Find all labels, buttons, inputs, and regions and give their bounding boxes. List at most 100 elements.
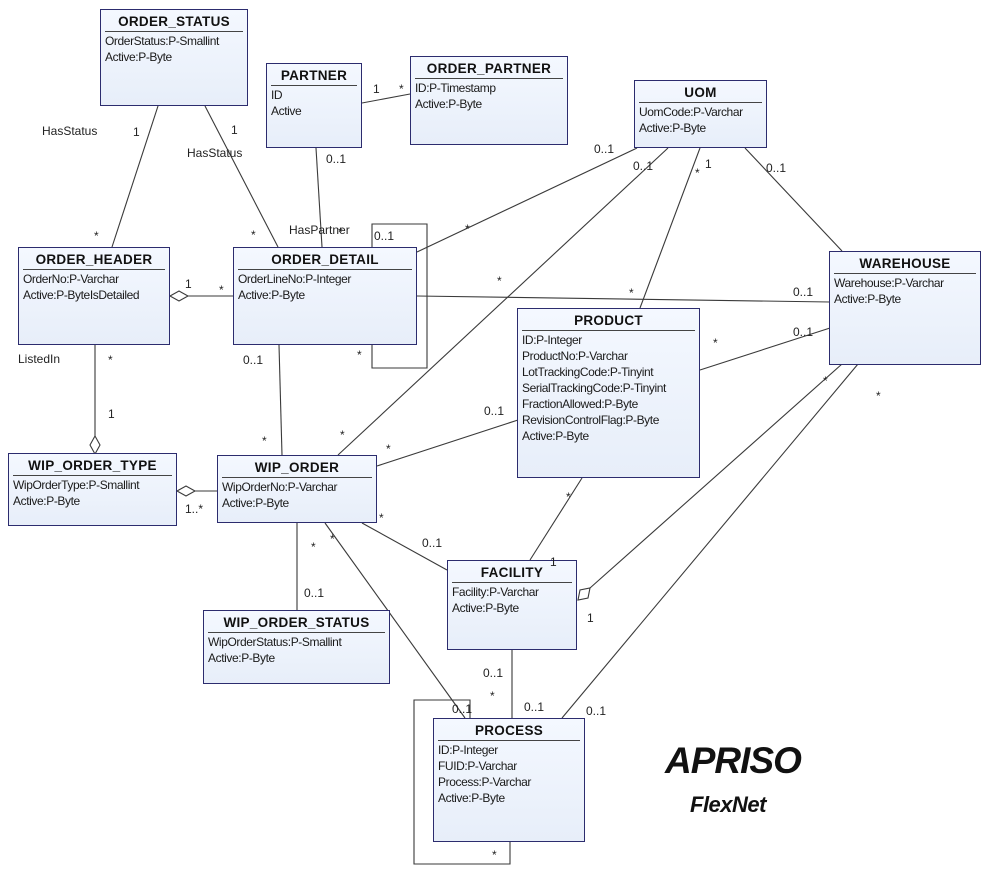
attribute: Active:P-Byte — [208, 651, 275, 665]
class-product[interactable]: PRODUCT ID:P-Integer ProductNo:P-Varchar… — [517, 308, 700, 478]
multiplicity: * — [713, 336, 718, 350]
multiplicity: 0..1 — [483, 666, 504, 680]
class-process[interactable]: PROCESS ID:P-Integer FUID:P-Varchar Proc… — [433, 718, 585, 842]
aggregation-diamond — [175, 485, 197, 497]
assoc-orderdetail-wiporder — [278, 344, 283, 456]
multiplicity: 0..1 — [594, 142, 615, 156]
multiplicity: * — [338, 225, 343, 239]
multiplicity: * — [219, 283, 224, 297]
attribute: ID — [271, 88, 283, 102]
attribute: Active:P-Byte — [238, 288, 305, 302]
multiplicity: * — [399, 82, 404, 96]
multiplicity: 0..1 — [326, 152, 347, 166]
multiplicity: 0..1 — [586, 704, 607, 718]
multiplicity: 0..1 — [524, 700, 545, 714]
attribute: Active:P-Byte — [834, 292, 901, 306]
assoc-orderstatus-orderheader — [111, 105, 159, 248]
attribute: Active:P-Byte — [105, 50, 172, 64]
divider — [13, 475, 172, 476]
attribute: Process:P-Varchar — [438, 775, 532, 789]
attribute: Active:P-ByteIsDetailed — [23, 288, 140, 302]
class-name: ORDER_STATUS — [118, 14, 230, 29]
multiplicity: 0..1 — [452, 702, 473, 716]
apriso-logo: APRISO — [665, 740, 802, 781]
assoc-warehouse-facility — [589, 363, 843, 589]
multiplicity: * — [330, 532, 335, 546]
divider — [208, 632, 385, 633]
divider — [415, 78, 563, 79]
attribute: OrderStatus:P-Smallint — [105, 34, 219, 48]
class-partner[interactable]: PARTNER ID Active — [266, 63, 362, 148]
attribute: ID:P-Integer — [522, 333, 582, 347]
class-order-partner[interactable]: ORDER_PARTNER ID:P-Timestamp Active:P-By… — [410, 56, 568, 145]
attribute: Active:P-Byte — [13, 494, 80, 508]
multiplicity: * — [108, 353, 113, 367]
attribute: Active:P-Byte — [639, 121, 706, 135]
multiplicity: * — [94, 229, 99, 243]
multiplicity: 0..1 — [633, 159, 654, 173]
multiplicity: 1 — [185, 277, 192, 291]
multiplicity: * — [566, 490, 571, 504]
aggregation-diamond — [577, 587, 591, 601]
attribute: Active:P-Byte — [452, 601, 519, 615]
multiplicity: * — [629, 286, 634, 300]
assoc-partner-orderpartner — [361, 93, 411, 104]
class-name: WIP_ORDER_STATUS — [223, 615, 370, 630]
multiplicity: 0..1 — [766, 161, 787, 175]
class-warehouse[interactable]: WAREHOUSE Warehouse:P-Varchar Active:P-B… — [829, 251, 981, 365]
assoc-name-label: ListedIn — [18, 352, 61, 366]
assoc-product-wiporder — [376, 419, 519, 467]
divider — [23, 269, 165, 270]
assoc-orderstatus-orderdetail — [204, 105, 279, 248]
aggregation-diamond — [168, 290, 190, 302]
multiplicity: * — [490, 689, 495, 703]
class-order-status[interactable]: ORDER_STATUS OrderStatus:P-Smallint Acti… — [100, 9, 248, 106]
assoc-process-self — [413, 699, 511, 865]
class-name: ORDER_DETAIL — [271, 252, 379, 267]
class-wip-order[interactable]: WIP_ORDER WipOrderNo:P-Varchar Active:P-… — [217, 455, 377, 523]
multiplicity: * — [379, 511, 384, 525]
attribute: RevisionControlFlag:P-Byte — [522, 413, 659, 427]
assoc-product-warehouse — [699, 327, 831, 371]
divider — [105, 31, 243, 32]
multiplicity: 0..1 — [243, 353, 264, 367]
attribute: ProductNo:P-Varchar — [522, 349, 628, 363]
attribute: Active — [271, 104, 302, 118]
multiplicity: 0..1 — [793, 285, 814, 299]
divider — [452, 582, 572, 583]
class-wip-order-status[interactable]: WIP_ORDER_STATUS WipOrderStatus:P-Smalli… — [203, 610, 390, 684]
multiplicity: 1 — [705, 157, 712, 171]
multiplicity: 0..1 — [374, 229, 395, 243]
class-facility[interactable]: FACILITY Facility:P-Varchar Active:P-Byt… — [447, 560, 577, 650]
assoc-uom-wiporder — [337, 147, 669, 456]
attribute: WipOrderStatus:P-Smallint — [208, 635, 342, 649]
multiplicity: 1 — [231, 123, 238, 137]
multiplicity: 1 — [373, 82, 380, 96]
multiplicity: 0..1 — [793, 325, 814, 339]
attribute: UomCode:P-Varchar — [639, 105, 743, 119]
class-name: UOM — [684, 85, 717, 100]
divider — [834, 273, 976, 274]
multiplicity: 1 — [587, 611, 594, 625]
attribute: OrderNo:P-Varchar — [23, 272, 119, 286]
multiplicity: * — [695, 166, 700, 180]
aggregation-diamond — [89, 434, 101, 456]
class-wip-order-type[interactable]: WIP_ORDER_TYPE WipOrderType:P-Smallint A… — [8, 453, 177, 526]
class-order-detail[interactable]: ORDER_DETAIL OrderLineNo:P-Integer Activ… — [233, 247, 417, 345]
attribute: Active:P-Byte — [438, 791, 505, 805]
multiplicity: * — [251, 228, 256, 242]
attribute: SerialTrackingCode:P-Tinyint — [522, 381, 666, 395]
assoc-warehouse-process — [561, 363, 859, 719]
class-uom[interactable]: UOM UomCode:P-Varchar Active:P-Byte — [634, 80, 767, 148]
attribute: WipOrderNo:P-Varchar — [222, 480, 338, 494]
attribute: Facility:P-Varchar — [452, 585, 539, 599]
attribute: WipOrderType:P-Smallint — [13, 478, 140, 492]
class-name: ORDER_HEADER — [35, 252, 153, 267]
multiplicity: 1 — [108, 407, 115, 421]
class-order-header[interactable]: ORDER_HEADER OrderNo:P-Varchar Active:P-… — [18, 247, 170, 345]
class-name: WAREHOUSE — [859, 256, 951, 271]
multiplicity: * — [262, 434, 267, 448]
multiplicity: * — [497, 274, 502, 288]
class-name: FACILITY — [480, 565, 544, 580]
class-name: PROCESS — [474, 723, 544, 738]
